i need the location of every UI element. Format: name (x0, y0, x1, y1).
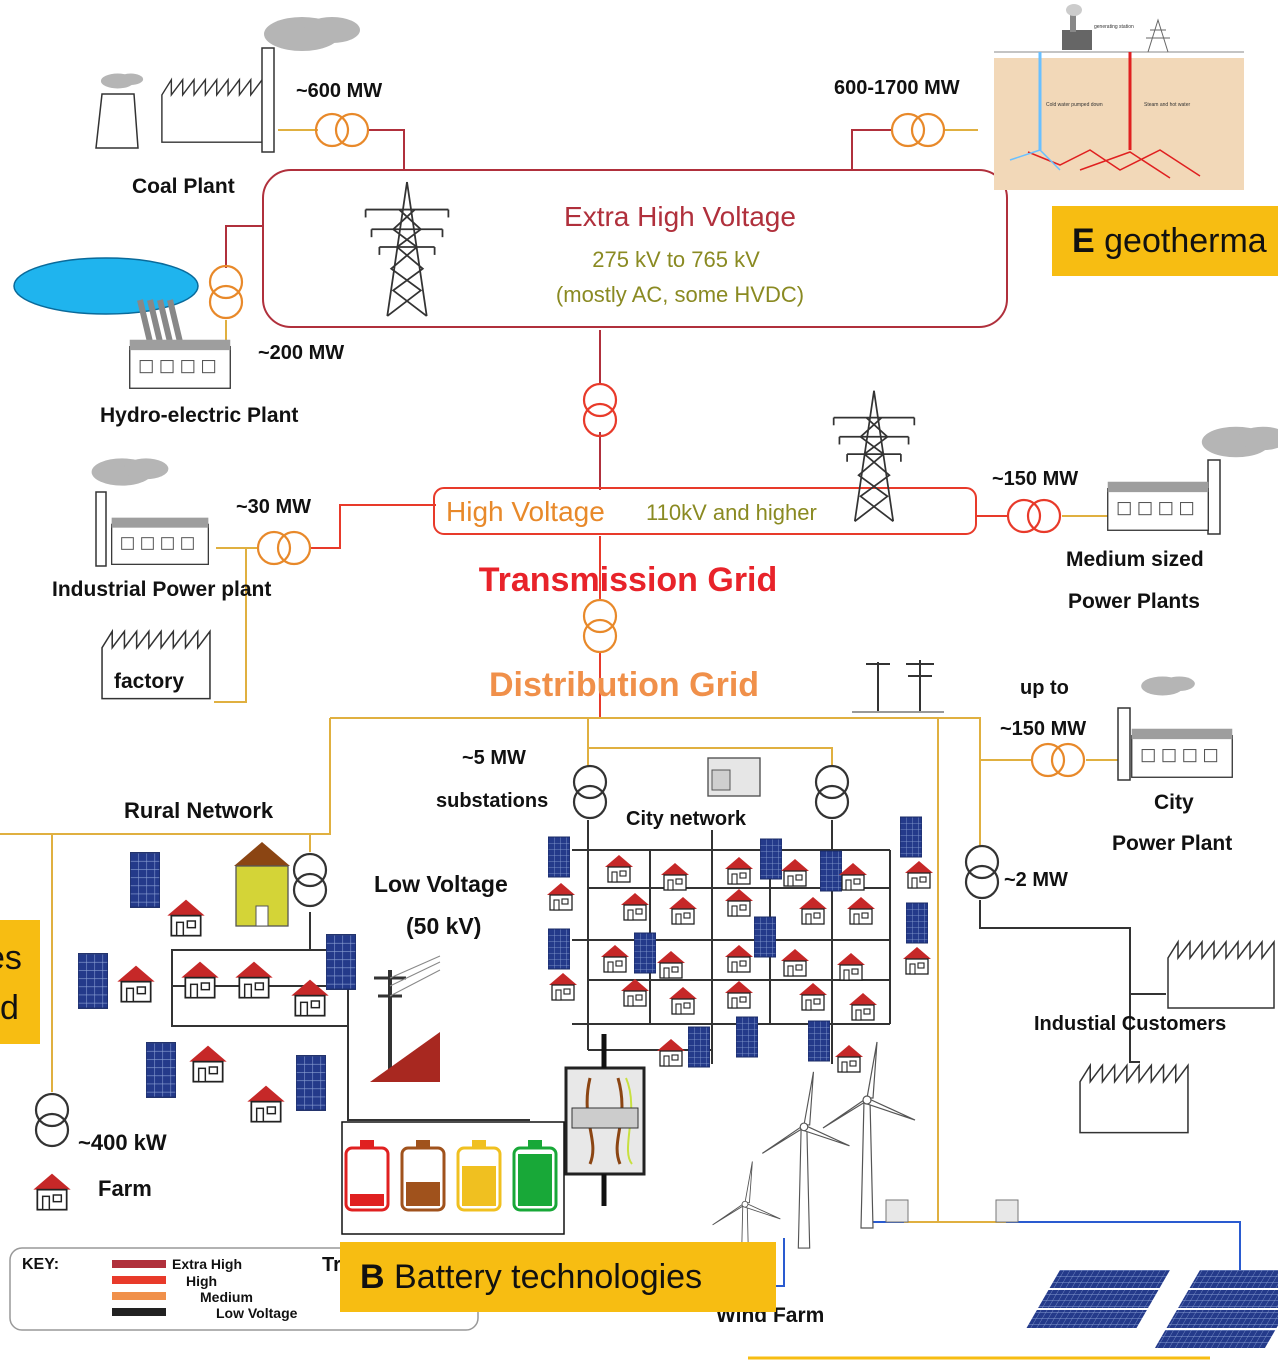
hydro-mw-label: ~200 MW (258, 342, 345, 364)
transmission-grid-label: Transmission Grid (479, 561, 778, 599)
medium-power-plant-icon (1107, 426, 1278, 535)
medium-plant-label-1: Medium sized (1066, 548, 1204, 571)
mw2-label: ~2 MW (1004, 869, 1068, 891)
ehv-note: (mostly AC, some HVDC) (556, 282, 804, 307)
industrial-customer-transformer-icon (964, 844, 1000, 900)
medium-plant-label-2: Power Plants (1068, 590, 1200, 613)
city-power-plant-icon (1117, 676, 1233, 781)
left-callout-line-2: d (0, 989, 19, 1027)
coal-mw-label: ~600 MW (296, 80, 383, 102)
city-network-grid (546, 816, 934, 1073)
city-transformer-icon (814, 764, 850, 820)
low-voltage-kv-label: (50 kV) (406, 913, 482, 939)
industrial-mw-label: ~30 MW (236, 496, 312, 518)
coal-plant-icon (95, 17, 360, 153)
city-plant-label-1: City (1154, 791, 1194, 814)
ehv-range: 275 kV to 765 kV (592, 247, 760, 272)
switch-box-icon (564, 1034, 646, 1206)
substations-label: substations (436, 790, 549, 812)
geothermal-callout-letter: E (1072, 222, 1095, 260)
geothermal-callout-text: geotherma (1104, 222, 1267, 260)
battery-callout: B Battery technologies (340, 1242, 776, 1312)
industrial-plant-icon (91, 458, 210, 567)
ehv-title: Extra High Voltage (564, 201, 796, 232)
low-voltage-label: Low Voltage (374, 871, 508, 897)
medium-transformer-icon (1006, 498, 1062, 534)
rural-transformer-icon (292, 852, 328, 908)
industrial-customer-building-icon-2 (1079, 1064, 1189, 1134)
key-item-high: High (186, 1273, 218, 1289)
hydro-transformer-icon (208, 264, 244, 320)
distribution-grid-label: Distribution Grid (489, 666, 759, 704)
medium-mw-label: ~150 MW (992, 468, 1079, 490)
hydro-plant-icon (13, 257, 231, 389)
geo-station-label: generating station (1094, 24, 1134, 30)
industrial-plant-label: Industrial Power plant (52, 578, 272, 601)
hv-title: High Voltage (446, 496, 605, 527)
geothermal-callout: E geotherma (1052, 206, 1278, 276)
geothermal-figure: generating station Cold water pumped dow… (994, 4, 1244, 190)
city-network-label: City network (626, 808, 747, 830)
solar-farm-icon (748, 1270, 1278, 1360)
battery-callout-letter: B (360, 1258, 385, 1296)
battery-icons (341, 1121, 565, 1235)
city-plant-label-2: Power Plant (1112, 832, 1233, 855)
hv-distribution-transformer-icon (582, 598, 618, 654)
geo-transformer-icon (890, 112, 946, 148)
ehv-hv-transformer-icon (582, 382, 618, 438)
hv-note: 110kV and higher (646, 500, 817, 525)
farm-transformer-icon (34, 1092, 70, 1148)
city-plant-transformer-icon (1030, 742, 1086, 778)
industrial-transformer-icon (256, 530, 312, 566)
substation-building-icon (707, 757, 761, 797)
coal-transformer-icon (314, 112, 370, 148)
key-partial-label: Tr (322, 1254, 341, 1276)
substation-transformer-icon (572, 764, 608, 820)
substation-mw-label: ~5 MW (462, 747, 526, 769)
wind-turbines-icon (712, 1041, 1019, 1300)
distribution-poles-icon (852, 660, 944, 713)
key-title: KEY: (22, 1256, 60, 1273)
factory-label: factory (114, 670, 185, 693)
coal-plant-label: Coal Plant (132, 175, 235, 198)
geo-mw-label: 600-1700 MW (834, 77, 960, 99)
rural-network (32, 842, 530, 1211)
city-mw-label: ~150 MW (1000, 718, 1087, 740)
left-partial-callout: es d (0, 920, 40, 1044)
farm-kw-label: ~400 kW (78, 1130, 167, 1155)
left-callout-line-1: es (0, 939, 22, 977)
key-item-medium: Medium (200, 1289, 253, 1305)
geo-steam-label: Steam and hot water (1144, 102, 1190, 108)
battery-callout-text: Battery technologies (394, 1258, 703, 1296)
key-item-extra-high: Extra High (172, 1256, 243, 1272)
industrial-customer-building-icon (1167, 941, 1275, 1009)
key-item-low-voltage: Low Voltage (216, 1305, 298, 1321)
industrial-customers-label: Industial Customers (1034, 1013, 1227, 1035)
city-up-to-label: up to (1020, 677, 1069, 699)
geo-cold-label: Cold water pumped down (1046, 102, 1103, 108)
rural-network-label: Rural Network (124, 798, 274, 823)
hydro-plant-label: Hydro-electric Plant (100, 404, 299, 427)
farm-label: Farm (98, 1176, 152, 1201)
